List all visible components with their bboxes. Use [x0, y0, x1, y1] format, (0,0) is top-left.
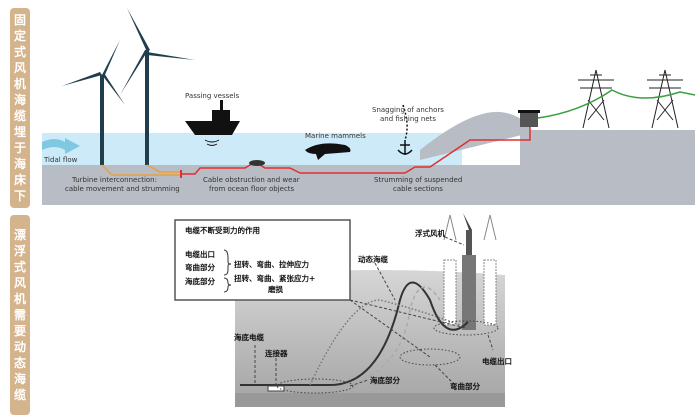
tidal-flow-arrow-icon — [42, 138, 80, 154]
strumming-label-2: cable sections — [393, 185, 443, 193]
box-row-exit: 电缆出口 — [185, 249, 215, 259]
side-label-char: 缆 — [13, 388, 26, 402]
side-label-char: 要 — [13, 324, 26, 338]
side-label-char: 海 — [13, 157, 26, 171]
force-text-2: 扭转、弯曲、紧张应力+ — [234, 273, 315, 283]
marine-mammals-label: Marine mammels — [305, 132, 366, 140]
obstruction-label-1: Cable obstruction and wear — [203, 176, 300, 184]
turbine-label-2: cable movement and strumming — [65, 185, 180, 193]
force-info-box — [174, 219, 351, 301]
force-text-2b: 磨损 — [267, 284, 283, 294]
floating-turbine-icon — [443, 213, 497, 330]
floating-turbine-label: 浮式风机 — [415, 228, 445, 238]
side-label-char: 固 — [13, 13, 26, 27]
dynamic-cable — [240, 281, 469, 386]
side-label-char: 机 — [13, 292, 26, 306]
seabed-layer — [235, 393, 505, 407]
fixed-turbine-label: 固定式风机海缆埋于海床下 — [10, 8, 30, 208]
side-label-char: 海 — [13, 93, 26, 107]
force-text-1: 扭转、弯曲、拉伸应力 — [234, 259, 309, 269]
strumming-label-1: Strumming of suspended — [374, 176, 462, 184]
top-diagram: Tidal flow Passing vessels Mari — [42, 8, 696, 205]
connector-icon — [267, 385, 285, 392]
passing-vessels-label: Passing vessels — [185, 92, 240, 100]
dynamic-cable-label: 动态海缆 — [358, 254, 388, 264]
sea-water — [235, 270, 505, 395]
snagging-label-2: and fishing nets — [380, 115, 436, 123]
ship-icon — [185, 100, 240, 146]
side-label-char: 浮 — [13, 244, 26, 258]
obstruction-label-2: from ocean floor objects — [209, 185, 295, 193]
wind-turbine-icon — [62, 8, 195, 165]
turbine-label-1: Turbine interconnection: — [71, 176, 157, 184]
side-label-char: 风 — [13, 276, 26, 290]
seabed-section-label: 海底部分 — [370, 375, 400, 385]
side-label-char: 风 — [13, 61, 26, 75]
marine-mammal-icon — [305, 143, 351, 160]
cable-exit-label: 电缆出口 — [482, 356, 512, 366]
seabed-cable-label: 海底电缆 — [234, 332, 264, 342]
side-label-char: 缆 — [13, 109, 26, 123]
box-row-bend: 弯曲部分 — [185, 262, 215, 272]
side-label-char: 海 — [13, 372, 26, 386]
side-label-char: 床 — [13, 173, 26, 187]
shore-hill — [420, 111, 530, 160]
snagging-label-1: Snagging of anchors — [372, 106, 444, 114]
anchor-icon — [397, 104, 413, 155]
connector-label: 连接器 — [265, 348, 288, 358]
bend-section-label: 弯曲部分 — [450, 381, 480, 391]
side-label-char: 定 — [13, 29, 26, 43]
side-label-char: 动 — [13, 340, 26, 354]
box-row-seabed: 海底部分 — [185, 276, 215, 286]
substation-icon — [520, 112, 538, 127]
seabed-object-icon — [249, 160, 265, 166]
side-label-char: 态 — [13, 356, 26, 370]
side-label-char: 机 — [13, 77, 26, 91]
side-label-char: 需 — [13, 308, 26, 322]
side-label-char: 式 — [13, 260, 26, 274]
grid-line — [537, 89, 696, 119]
box-title: 电缆不断受到力的作用 — [185, 225, 260, 235]
side-label-char: 于 — [13, 141, 26, 155]
side-label-char: 漂 — [13, 228, 26, 242]
floating-turbine-label: 漂浮式风机需要动态海缆 — [10, 215, 30, 415]
pylon-icon — [578, 69, 683, 129]
side-label-char: 埋 — [13, 125, 26, 139]
tidal-flow-label: Tidal flow — [43, 156, 78, 164]
side-label-char: 下 — [13, 189, 26, 203]
seabed — [42, 130, 695, 205]
bottom-diagram: 电缆不断受到力的作用 电缆出口 弯曲部分 海底部分 扭转、弯曲、拉伸应力 扭转、… — [174, 213, 512, 407]
side-label-char: 式 — [13, 45, 26, 59]
export-cable — [182, 125, 531, 175]
interconnect-cable — [101, 164, 180, 176]
